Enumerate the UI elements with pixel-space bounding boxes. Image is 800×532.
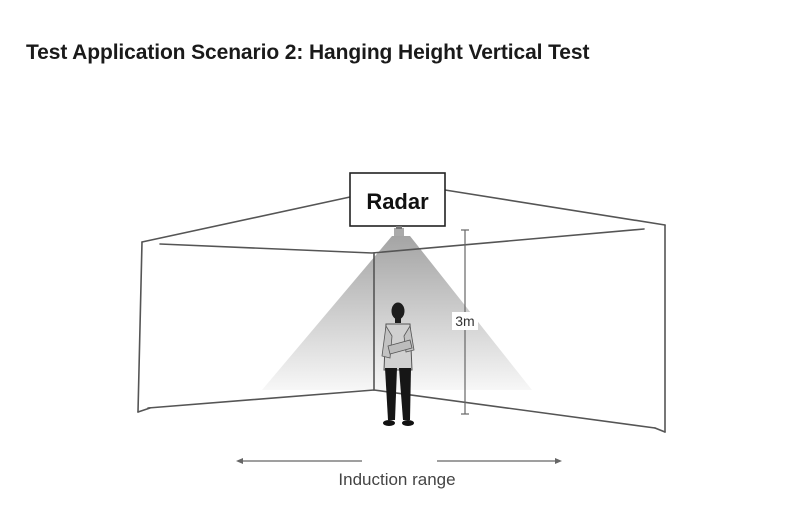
- height-label-bg: [452, 312, 478, 330]
- radar-sensor-icon: [394, 226, 404, 236]
- radar-label: Radar: [366, 189, 429, 214]
- standing-person-icon: [381, 302, 415, 426]
- range-arrow: [236, 458, 562, 464]
- range-label: Induction range: [338, 470, 455, 489]
- radar-box: Radar: [349, 172, 446, 227]
- room-outline: [137, 189, 666, 433]
- height-label: 3m: [455, 313, 474, 329]
- page-title: Test Application Scenario 2: Hanging Hei…: [26, 41, 590, 64]
